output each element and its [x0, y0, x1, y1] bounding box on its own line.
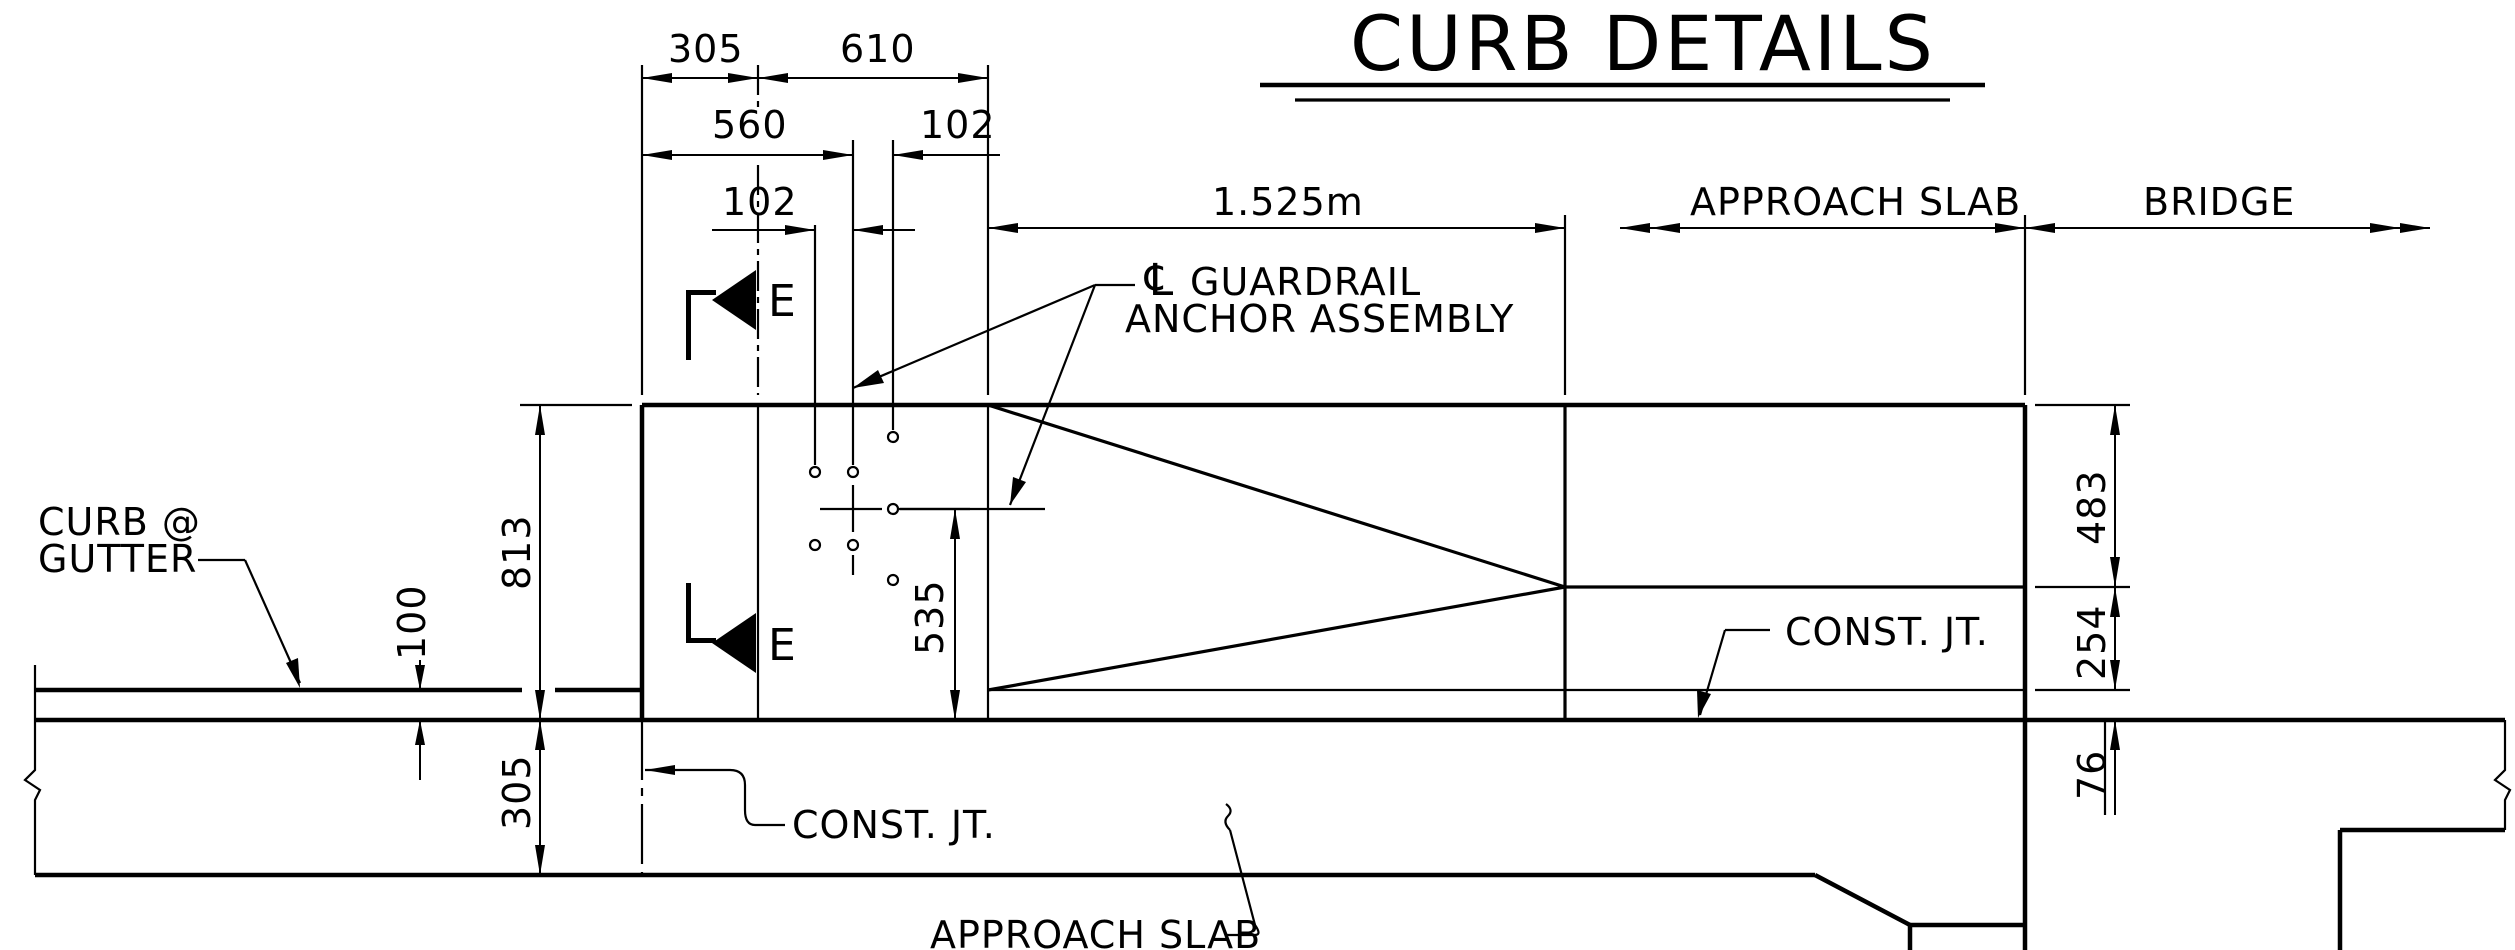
dim-100-label: 100: [390, 584, 434, 660]
label-anchor-assembly: ANCHOR ASSEMBLY: [1125, 297, 1514, 341]
dim-1525: 1.525m: [988, 180, 1565, 233]
curb-gutter-label: CURB @ GUTTER: [38, 500, 302, 688]
dim-535-label: 535: [908, 579, 952, 655]
cl-symbol: ℄: [1144, 255, 1174, 306]
extension-lines: [520, 65, 2130, 877]
label-const-jt-right: CONST. JT.: [1785, 610, 1989, 654]
dim-535: 535: [908, 509, 960, 720]
label-curb-at: CURB @: [38, 500, 201, 544]
section-mark-top: E: [686, 270, 797, 360]
dim-1525-label: 1.525m: [1212, 180, 1364, 224]
section-mark-top-letter: E: [768, 276, 797, 327]
anchor-holes: [808, 140, 1045, 587]
label-guardrail: GUARDRAIL: [1190, 260, 1421, 304]
const-jt-bottom-label: CONST. JT.: [645, 765, 996, 847]
dim-approach-bridge: APPROACH SLAB BRIDGE: [1620, 180, 2430, 233]
dim-102-right: 102: [920, 103, 996, 147]
structure-lines: [23, 402, 2512, 950]
dim-560: 560: [712, 103, 788, 147]
dim-row-3: 102: [712, 180, 915, 235]
dim-right-stack: 483 254 76: [2070, 405, 2120, 815]
dim-305-top: 305: [668, 27, 744, 71]
label-gutter: GUTTER: [38, 537, 197, 581]
dim-610: 610: [840, 27, 916, 71]
dim-100: 100: [390, 584, 435, 780]
dim-305-left: 305: [495, 720, 545, 875]
dim-102-left: 102: [722, 180, 798, 224]
label-const-jt-bottom: CONST. JT.: [792, 803, 996, 847]
dim-813: 813: [495, 405, 545, 720]
label-approach-slab-top: APPROACH SLAB: [1690, 180, 2021, 224]
dim-483-label: 483: [2070, 469, 2114, 545]
dim-76-label: 76: [2070, 750, 2114, 800]
label-approach-slab-bottom: APPROACH SLAB: [930, 913, 1261, 950]
section-mark-bottom-letter: E: [768, 620, 797, 671]
dim-254-label: 254: [2070, 604, 2114, 680]
section-mark-bottom: E: [686, 583, 797, 673]
drawing-title: CURB DETAILS: [1350, 0, 1936, 88]
guardrail-anchor-label: ℄ GUARDRAIL ANCHOR ASSEMBLY: [852, 255, 1514, 506]
const-jt-right-label: CONST. JT.: [1697, 610, 1989, 718]
dim-305-left-label: 305: [495, 754, 539, 830]
label-bridge: BRIDGE: [2143, 180, 2295, 224]
dim-row-1: 305 610: [642, 27, 988, 83]
dim-813-label: 813: [495, 514, 539, 590]
approach-slab-bottom-label: APPROACH SLAB: [930, 803, 1261, 950]
dim-row-2: 560 102: [642, 103, 1000, 160]
